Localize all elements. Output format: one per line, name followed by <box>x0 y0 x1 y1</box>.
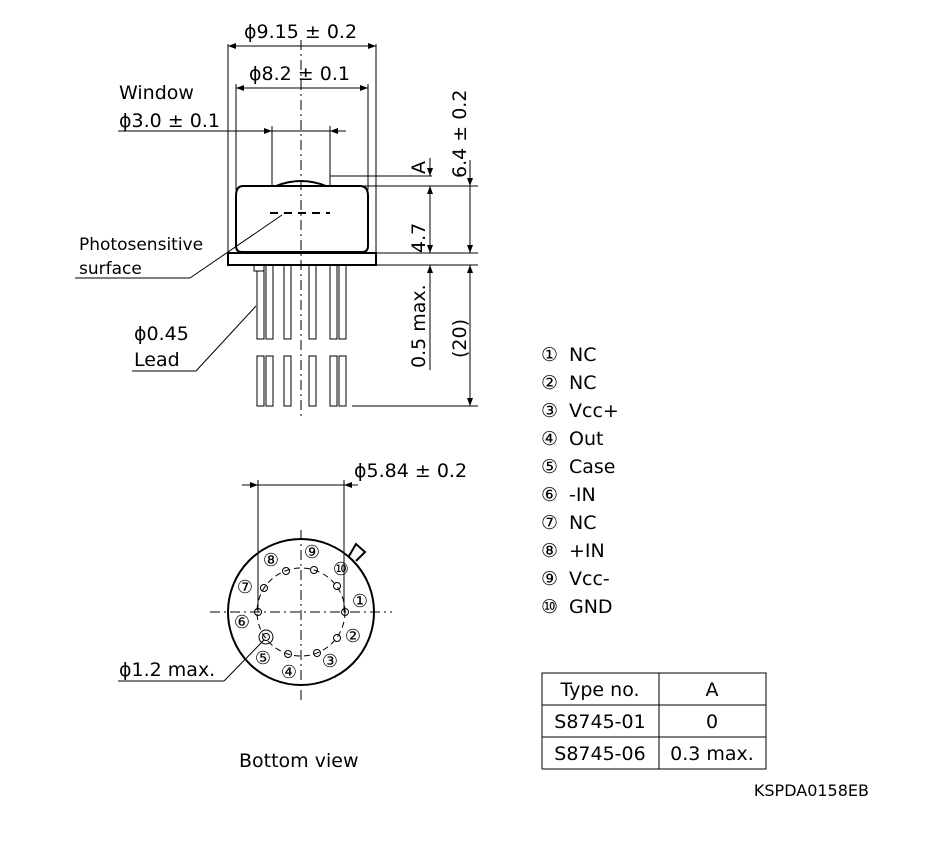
pin-number-7: ⑦ <box>237 577 253 598</box>
pin-list-num-1: ① <box>541 344 558 366</box>
lead-label: Lead <box>134 349 180 371</box>
pin-list-num-2: ② <box>541 372 558 394</box>
pin-list-num-10: ⑩ <box>541 596 558 618</box>
window-diameter-label: ϕ3.0 ± 0.1 <box>119 110 220 132</box>
lead-diameter-label: ϕ0.45 <box>134 323 189 345</box>
pin-number-6: ⑥ <box>234 612 250 633</box>
outer-diameter-label: ϕ9.15 ± 0.2 <box>244 21 357 43</box>
pin-number-4: ④ <box>281 662 297 683</box>
pin-list-num-9: ⑨ <box>541 568 558 590</box>
pin-list-name-2: NC <box>569 372 596 394</box>
pin-list-name-5: Case <box>569 456 616 478</box>
pin-number-8: ⑧ <box>263 550 279 571</box>
pin-list-num-7: ⑦ <box>541 512 558 534</box>
window-dome <box>275 180 327 187</box>
table-row-1-a: 0 <box>706 711 718 733</box>
pin-number-10: ⑩ <box>333 559 349 580</box>
pin-list-name-8: +IN <box>569 540 605 562</box>
bottom-view <box>118 480 392 700</box>
pin-number-2: ② <box>345 626 361 647</box>
flange-label: 0.5 max. <box>408 284 430 368</box>
table-row-2-a: 0.3 max. <box>670 743 754 765</box>
pin-list-name-3: Vcc+ <box>569 400 619 422</box>
pin-list: ① NC ② NC ③ Vcc+ ④ Out ⑤ Case ⑥ -IN ⑦ NC… <box>541 344 619 618</box>
pin-number-5: ⑤ <box>255 648 271 669</box>
pin-list-name-1: NC <box>569 344 596 366</box>
leads <box>256 264 347 407</box>
photosensitive-label-2: surface <box>79 259 142 279</box>
a-dimension-label: A <box>408 161 430 174</box>
side-view <box>75 40 478 420</box>
flange <box>227 252 377 266</box>
pin-list-num-8: ⑧ <box>541 540 558 562</box>
pin-list-num-4: ④ <box>541 428 558 450</box>
table-header-a: A <box>706 679 719 701</box>
drawing-code: KSPDA0158EB <box>754 781 869 800</box>
type-table: Type no. A S8745-01 0 S8745-06 0.3 max. <box>541 672 767 770</box>
pin-number-3: ③ <box>322 651 338 672</box>
pin-list-name-4: Out <box>569 428 603 450</box>
cap-body <box>235 185 369 253</box>
table-header-type: Type no. <box>559 679 639 701</box>
pin-list-name-9: Vcc- <box>569 568 610 590</box>
bottom-view-label: Bottom view <box>239 750 358 772</box>
photosensitive-label-1: Photosensitive <box>79 235 203 255</box>
cap-diameter-label: ϕ8.2 ± 0.1 <box>249 63 350 85</box>
height-label: 6.4 ± 0.2 <box>449 90 471 178</box>
orientation-tab <box>348 542 367 562</box>
pin-circle-label: ϕ5.84 ± 0.2 <box>354 460 467 482</box>
pin-list-num-6: ⑥ <box>541 484 558 506</box>
pin-list-name-6: -IN <box>569 484 596 506</box>
table-row-1-type: S8745-01 <box>554 711 645 733</box>
lead-length-label: (20) <box>449 319 471 358</box>
pin-list-name-7: NC <box>569 512 596 534</box>
pin-number-1: ① <box>352 591 368 612</box>
pin-list-num-3: ③ <box>541 400 558 422</box>
cap-height-label: 4.7 <box>408 223 430 253</box>
pin-max-label: ϕ1.2 max. <box>119 659 215 681</box>
table-row-2-type: S8745-06 <box>554 743 645 765</box>
pin-number-9: ⑨ <box>304 542 320 563</box>
pin-list-num-5: ⑤ <box>541 456 558 478</box>
window-title: Window <box>119 82 194 104</box>
outer-case-circle <box>227 538 375 686</box>
pin-list-name-10: GND <box>569 596 613 618</box>
